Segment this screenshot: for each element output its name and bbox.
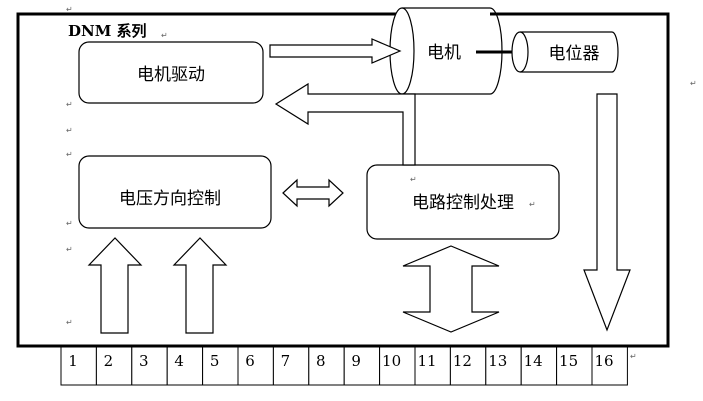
- paragraph-mark: ↵: [410, 175, 417, 184]
- voltage-direction-label: 电压方向控制: [119, 189, 221, 209]
- terminal-cell: [379, 346, 416, 386]
- terminal-pin-label: 13: [488, 352, 507, 370]
- paragraph-mark: ↵: [66, 150, 73, 159]
- terminal-cell: [131, 346, 168, 386]
- paragraph-mark: ↵: [66, 245, 73, 254]
- terminal-cell: [556, 346, 593, 386]
- arrow-up-input-2: [172, 237, 228, 334]
- terminal-pin-label: 5: [210, 352, 220, 370]
- terminal-cell: [414, 346, 451, 386]
- circuit-processing-label: 电路控制处理: [412, 193, 514, 213]
- terminal-pin-label: 15: [559, 352, 578, 370]
- paragraph-mark: ↵: [161, 31, 168, 40]
- paragraph-mark: ↵: [66, 100, 73, 109]
- terminal-pin-label: 3: [139, 352, 149, 370]
- arrow-up-input-1: [87, 237, 143, 334]
- terminal-cell: [591, 346, 628, 386]
- potentiometer-label: 电位器: [549, 44, 600, 64]
- terminal-pin-label: 6: [245, 352, 255, 370]
- terminal-cell: [95, 346, 133, 386]
- voltage-direction-block: [78, 155, 272, 229]
- terminal-pin-label: 16: [594, 352, 613, 370]
- circuit-processing-block: [366, 164, 560, 240]
- terminal-cell: [166, 346, 204, 386]
- paragraph-marks: ↵ ↵ ↵ ↵ ↵ ↵ ↵ ↵ ↵ ↵ ↵ ↵: [66, 5, 697, 361]
- terminal-pin-label: 14: [524, 352, 543, 370]
- terminal-cell: [60, 346, 97, 386]
- paragraph-mark: ↵: [630, 352, 637, 361]
- terminal-pin-label: 12: [453, 352, 472, 370]
- terminal-cell: [272, 346, 310, 386]
- terminal-pin-label: 8: [316, 352, 326, 370]
- paragraph-mark: ↵: [66, 126, 73, 135]
- terminal-pin-label: 2: [104, 352, 114, 370]
- terminal-cell: [308, 346, 345, 386]
- potentiometer-cylinder: [511, 31, 619, 73]
- outer-frame: [16, 12, 670, 348]
- terminal-cell: [449, 346, 487, 386]
- terminal-cell: [520, 346, 558, 386]
- motor-drive-label: 电机驱动: [137, 65, 205, 85]
- arrow-voltage-processing: [282, 178, 344, 208]
- terminal-pin-label: 11: [417, 352, 436, 370]
- terminal-pin-label: 7: [281, 352, 291, 370]
- terminal-pin-label: 4: [174, 352, 184, 370]
- paragraph-mark: ↵: [66, 219, 73, 228]
- paragraph-mark: ↵: [66, 318, 73, 327]
- paragraph-mark: ↵: [66, 5, 73, 14]
- arrow-potentiometer-down: [583, 93, 631, 332]
- arrow-processing-to-drive: [274, 82, 416, 166]
- terminal-cell: [202, 346, 239, 386]
- arrow-processing-terminals: [402, 245, 500, 333]
- motor-cylinder: [389, 7, 503, 95]
- terminal-pin-label: 1: [68, 352, 78, 370]
- terminal-cell: [343, 346, 381, 386]
- terminal-pin-label: 10: [382, 352, 401, 370]
- diagram-title: DNM 系列: [68, 22, 147, 40]
- paragraph-mark: ↵: [529, 200, 536, 209]
- motor-label: 电机: [427, 43, 461, 63]
- motor-drive-block: [78, 41, 264, 104]
- paragraph-mark: ↵: [690, 79, 697, 88]
- terminal-pin-label: 9: [351, 352, 361, 370]
- terminal-cell: [237, 346, 274, 386]
- arrow-drive-to-motor: [269, 38, 402, 64]
